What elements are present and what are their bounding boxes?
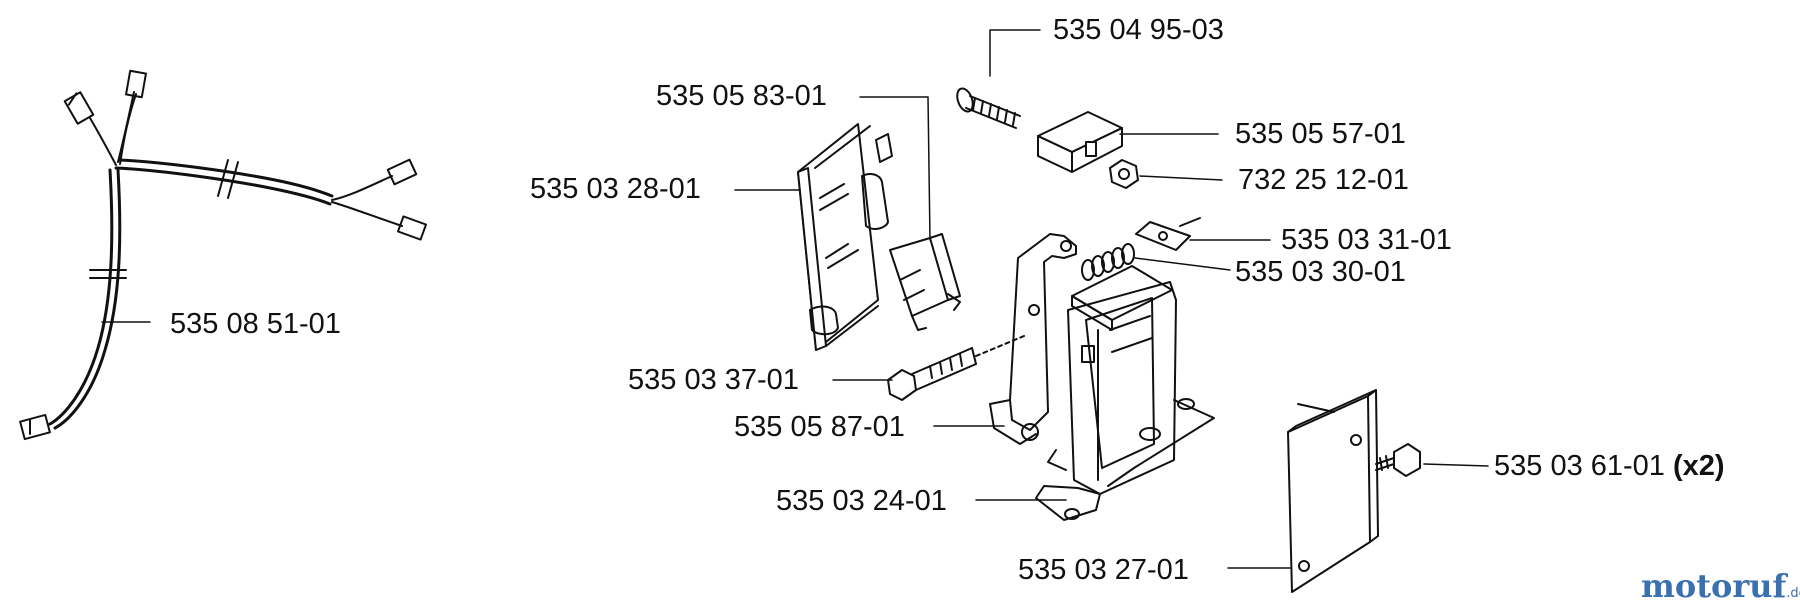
part-number: 535 03 61-01 xyxy=(1494,450,1665,482)
micro-switch xyxy=(889,233,961,331)
label-535-04-95-03: 535 04 95-03 xyxy=(1053,14,1224,46)
label-732-25-12-01: 732 25 12-01 xyxy=(1238,164,1409,196)
watermark-text: motoruf xyxy=(1641,567,1787,605)
lever xyxy=(989,233,1077,445)
bracket-clamp xyxy=(1037,111,1123,173)
small-screw xyxy=(1375,443,1421,477)
compression-spring xyxy=(1081,243,1135,281)
label-535-05-83-01: 535 05 83-01 xyxy=(656,80,827,112)
label-535-05-87-01: 535 05 87-01 xyxy=(734,411,905,443)
label-535-08-51-01: 535 08 51-01 xyxy=(170,308,341,340)
watermark-logo: motoruf.de xyxy=(1641,570,1800,602)
wire-harness xyxy=(19,69,428,441)
small-plate xyxy=(1135,217,1201,251)
leader-lines xyxy=(101,29,1489,569)
hex-nut xyxy=(1109,159,1139,189)
adjusting-screw xyxy=(956,87,1021,129)
label-535-03-28-01: 535 03 28-01 xyxy=(530,173,701,205)
quantity: (x2) xyxy=(1673,450,1725,482)
circuit-board xyxy=(797,123,893,351)
long-bolt xyxy=(887,335,1025,401)
label-535-05-57-01: 535 05 57-01 xyxy=(1235,118,1406,150)
label-535-03-31-01: 535 03 31-01 xyxy=(1281,224,1452,256)
label-535-03-30-01: 535 03 30-01 xyxy=(1235,256,1406,288)
label-535-03-61-01: 535 03 61-01 (x2) xyxy=(1494,452,1725,481)
housing-frame xyxy=(1035,265,1215,521)
label-535-03-37-01: 535 03 37-01 xyxy=(628,364,799,396)
watermark-suffix: .de xyxy=(1786,586,1800,601)
label-535-03-24-01: 535 03 24-01 xyxy=(776,485,947,517)
cover-plate xyxy=(1287,389,1379,593)
label-535-03-27-01: 535 03 27-01 xyxy=(1018,554,1189,586)
